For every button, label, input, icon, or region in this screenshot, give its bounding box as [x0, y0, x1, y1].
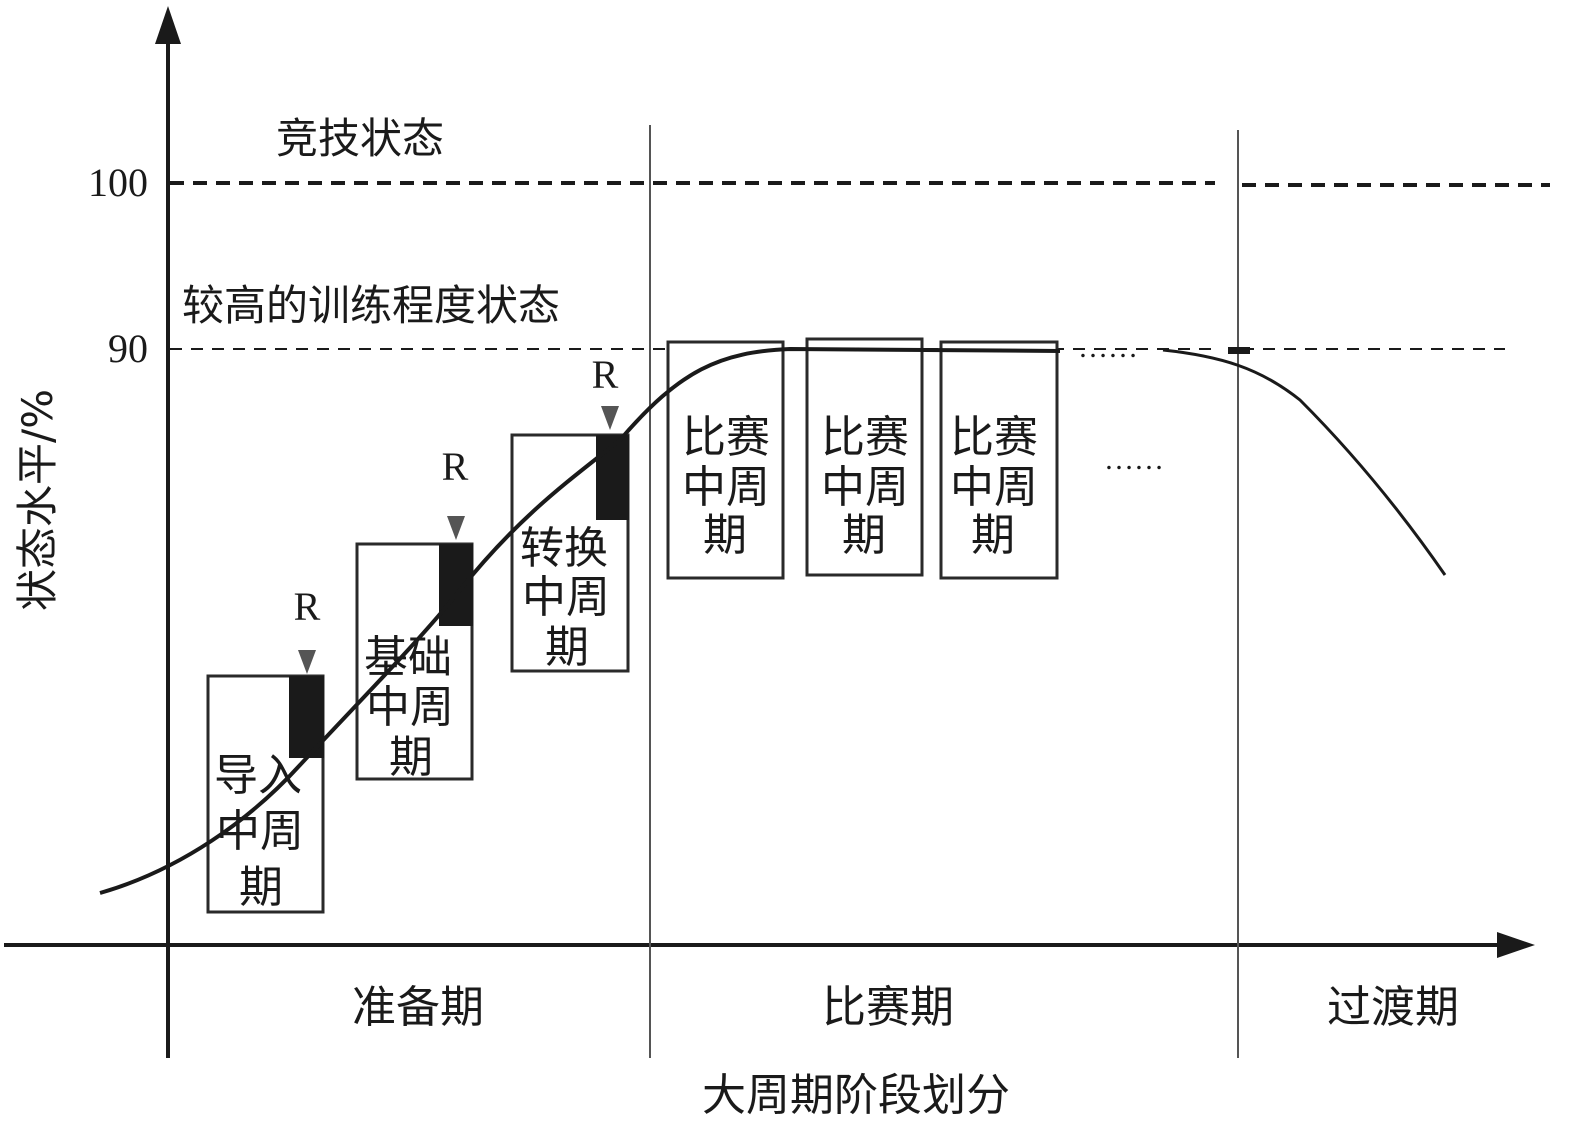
mesocycle-box-competition-3 — [939, 340, 1059, 580]
recovery-arrow-icon — [298, 650, 316, 674]
mesocycle-label-competition-2: 比赛 中周 期 — [821, 412, 909, 561]
mesocycle-line: 比赛 — [682, 412, 770, 463]
mesocycle-line: 比赛 — [821, 412, 909, 463]
y-tick-90: 90 — [108, 326, 148, 371]
recovery-label: R — [442, 444, 469, 489]
mesocycle-line: 期 — [971, 510, 1015, 561]
phase-label-competition: 比赛期 — [822, 982, 954, 1033]
recovery-block-2 — [439, 544, 473, 626]
mesocycle-box-competition-1 — [666, 340, 785, 580]
phase-label-preparation: 准备期 — [352, 982, 484, 1033]
mesocycle-line: 中周 — [821, 462, 909, 513]
mesocycle-line: 基础 — [364, 632, 452, 683]
mesocycle-line: 中周 — [682, 462, 770, 513]
mesocycle-line: 中周 — [950, 462, 1038, 513]
y-tick-100: 100 — [88, 160, 148, 205]
mesocycle-line: 期 — [703, 510, 747, 561]
level-label-competitive: 竞技状态 — [276, 114, 444, 163]
mesocycle-label-basic: 基础 中周 期 — [364, 632, 454, 783]
recovery-arrow-icon — [601, 406, 619, 430]
mesocycle-line: 期 — [389, 732, 433, 783]
mesocycle-box-competition-2 — [805, 337, 924, 577]
recovery-label: R — [592, 352, 619, 397]
mesocycle-line: 期 — [545, 622, 589, 673]
ellipsis-middle: …… — [1104, 443, 1164, 476]
mesocycle-line: 中周 — [216, 806, 304, 857]
recovery-arrow-icon — [447, 516, 465, 540]
mesocycle-label-intro: 导入 中周 期 — [214, 750, 304, 913]
x-axis-arrow-icon — [1497, 932, 1535, 958]
recovery-block-3 — [596, 435, 629, 520]
mesocycle-label-transition: 转换 中周 期 — [520, 523, 610, 673]
mesocycle-line: 期 — [842, 510, 886, 561]
ellipsis-top: …… — [1078, 331, 1138, 364]
y-axis-arrow-icon — [155, 6, 181, 44]
x-axis-title: 大周期阶段划分 — [702, 1070, 1010, 1121]
y-axis-title: 状态水平/% — [13, 389, 62, 611]
level-label-high-training: 较高的训练程度状态 — [182, 281, 560, 330]
mesocycle-line: 中周 — [366, 682, 454, 733]
mesocycle-line: 期 — [239, 862, 283, 913]
mesocycle-label-competition-1: 比赛 中周 期 — [682, 412, 770, 561]
recovery-label: R — [294, 584, 321, 629]
mesocycle-line: 比赛 — [950, 412, 1038, 463]
mesocycle-line: 导入 — [214, 750, 302, 801]
curve-marker — [1228, 347, 1250, 354]
state-curve — [99, 346, 1061, 895]
mesocycle-line: 转换 — [520, 523, 608, 574]
mesocycle-line: 中周 — [522, 572, 610, 623]
phase-label-transition: 过渡期 — [1327, 982, 1459, 1033]
mesocycle-label-competition-3: 比赛 中周 期 — [950, 412, 1038, 561]
state-curve-decline — [1162, 348, 1447, 576]
